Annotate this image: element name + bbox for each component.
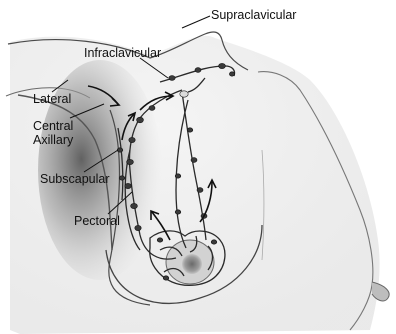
label-subscapular: Subscapular [40, 172, 110, 186]
leader-supraclavicular [182, 16, 210, 28]
label-infraclavicular: Infraclavicular [84, 46, 161, 60]
label-supraclavicular: Supraclavicular [211, 8, 296, 22]
label-pectoral: Pectoral [74, 214, 120, 228]
label-lateral: Lateral [33, 92, 71, 106]
label-axillary: Axillary [33, 133, 73, 147]
label-central: Central [33, 119, 73, 133]
